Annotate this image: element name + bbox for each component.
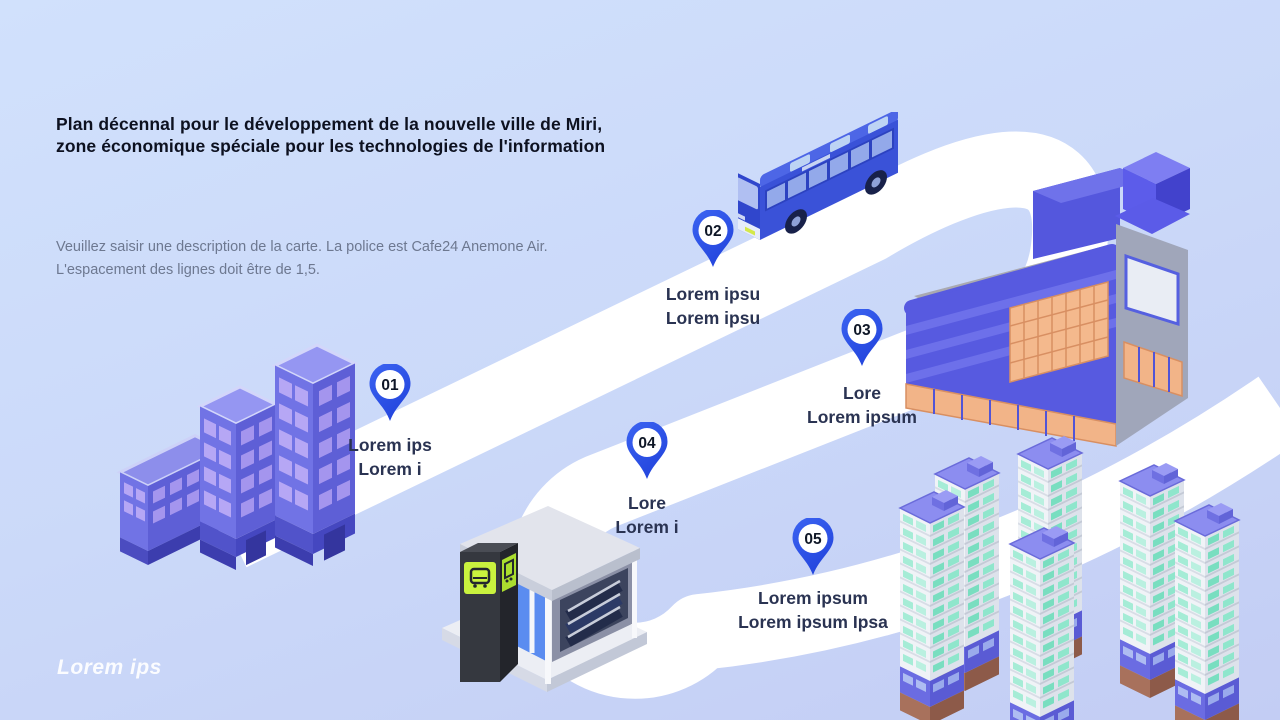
pin-label-02: Lorem ipsu Lorem ipsu bbox=[563, 282, 863, 330]
apartment-tower bbox=[1009, 525, 1075, 720]
commercial-building-illustration bbox=[904, 152, 1190, 447]
description-line-2: L'espacement des lignes doit être de 1,5… bbox=[56, 262, 320, 278]
window-grid bbox=[1009, 281, 1109, 383]
pin-label-03: Lore Lorem ipsum bbox=[712, 381, 1012, 429]
escalators bbox=[565, 579, 623, 647]
map-pin-icon: 03 bbox=[841, 309, 883, 366]
pin-label-line: Lorem ips bbox=[348, 435, 432, 455]
apartment-towers-illustration bbox=[899, 435, 1240, 720]
watermark-text: Lorem ips bbox=[57, 656, 162, 679]
pin-number: 05 bbox=[804, 531, 822, 548]
pin-number: 04 bbox=[638, 435, 656, 452]
title-line-1: Plan décennal pour le développement de l… bbox=[56, 114, 603, 134]
pin-label-line: Lorem i bbox=[358, 459, 422, 479]
office-buildings-illustration bbox=[116, 343, 358, 570]
map-pin-icon: 04 bbox=[626, 422, 668, 479]
title-line-2: zone économique spéciale pour les techno… bbox=[56, 135, 606, 156]
office-tower-tall bbox=[271, 343, 358, 566]
station-sign-pillar bbox=[460, 543, 518, 682]
pin-label-line: Lore bbox=[628, 493, 666, 513]
pin-label-line: Lorem ipsum Ipsa bbox=[738, 612, 888, 632]
pin-label-line: Lorem i bbox=[615, 517, 679, 537]
map-pin-icon: 05 bbox=[792, 518, 834, 575]
pin-label-line: Lore bbox=[843, 383, 881, 403]
pin-label-line: Lorem ipsu bbox=[665, 308, 761, 328]
office-tower-short bbox=[196, 385, 280, 570]
pin-label-line: Lorem ipsum bbox=[758, 588, 868, 608]
apartment-tower bbox=[1119, 462, 1185, 699]
pin-label-01: Lorem ips Lorem i bbox=[240, 433, 540, 481]
bus-illustration bbox=[738, 112, 898, 240]
pin-number: 02 bbox=[704, 223, 721, 240]
pin-number: 03 bbox=[853, 322, 871, 339]
pin-label-04: Lore Lorem i bbox=[497, 491, 797, 539]
page-title: Plan décennal pour le développement de l… bbox=[56, 114, 656, 157]
pin-label-line: Lorem ipsum bbox=[807, 407, 917, 427]
map-pin-icon: 01 bbox=[369, 364, 411, 421]
pin-label-line: Lorem ipsu bbox=[665, 284, 761, 304]
pin-number: 01 bbox=[381, 377, 399, 394]
bus-icon bbox=[469, 567, 491, 588]
annex-window bbox=[1124, 253, 1180, 327]
bus-station-illustration bbox=[442, 506, 647, 692]
map-description: Veuillez saisir une description de la ca… bbox=[56, 236, 616, 282]
annex-lower-windows bbox=[1123, 340, 1183, 398]
map-pin-icon: 02 bbox=[692, 210, 734, 267]
bus-icon bbox=[504, 558, 514, 583]
pin-label-05: Lorem ipsum Lorem ipsum Ipsa bbox=[663, 586, 963, 634]
apartment-tower bbox=[1174, 502, 1240, 720]
description-line-1: Veuillez saisir une description de la ca… bbox=[56, 239, 548, 255]
